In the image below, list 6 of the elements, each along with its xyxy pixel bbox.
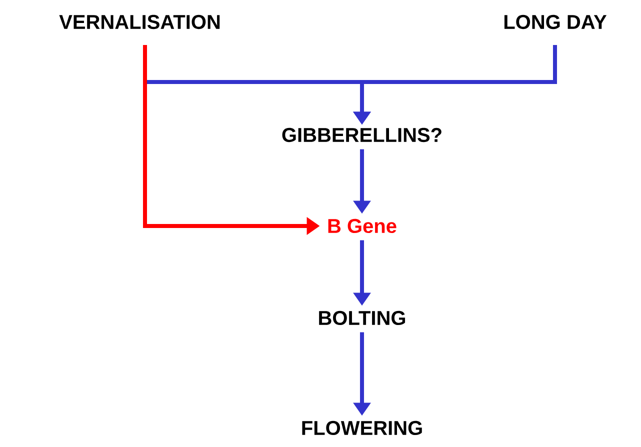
node-label: FLOWERING <box>302 420 422 436</box>
node-label: GIBBERELLINS? <box>282 128 442 142</box>
node-label: LONG DAY <box>504 14 607 30</box>
node-label: BOLTING <box>319 310 406 326</box>
node-label: B Gene <box>328 218 396 234</box>
node-label: VERNALISATION <box>59 14 220 30</box>
